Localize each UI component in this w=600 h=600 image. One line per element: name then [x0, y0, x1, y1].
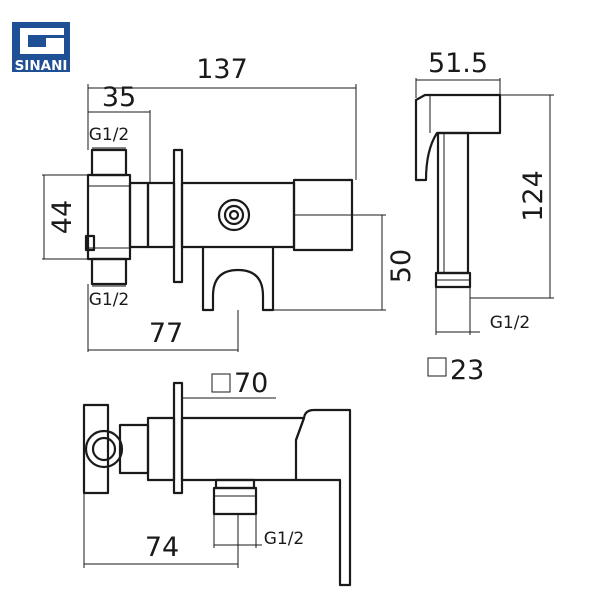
dim-body-height: 44 — [47, 200, 78, 234]
front-dimensions: 137 35 G1/2 44 G1/2 77 50 — [42, 54, 417, 352]
dim-outlet-thread: G1/2 — [264, 529, 305, 549]
dim-holder-height: 50 — [386, 249, 417, 283]
dim-depth: 74 — [145, 532, 179, 563]
dim-thread-bottom: G1/2 — [89, 290, 130, 310]
dim-offset-holder: 77 — [149, 318, 183, 349]
dim-spray-square: 23 — [450, 355, 484, 386]
square-symbol-icon — [211, 373, 231, 393]
side-dimensions: 70 74 G1/2 — [83, 368, 305, 568]
spray-dimensions: 51.5 124 G1/2 23 — [415, 48, 554, 386]
dim-spray-thread: G1/2 — [490, 313, 531, 333]
dim-spray-length: 124 — [518, 170, 549, 222]
dim-overall-width: 137 — [196, 54, 248, 85]
side-view — [82, 381, 352, 587]
sinani-logo: SINANI — [12, 22, 70, 74]
dim-inlet-offset: 35 — [102, 82, 136, 113]
hand-spray-view — [414, 93, 502, 289]
dim-thread-top: G1/2 — [89, 125, 130, 145]
square-symbol-icon — [427, 357, 447, 377]
dim-plate-square: 70 — [234, 368, 268, 399]
dim-spray-width: 51.5 — [428, 48, 488, 79]
brand-name: SINANI — [15, 58, 68, 74]
